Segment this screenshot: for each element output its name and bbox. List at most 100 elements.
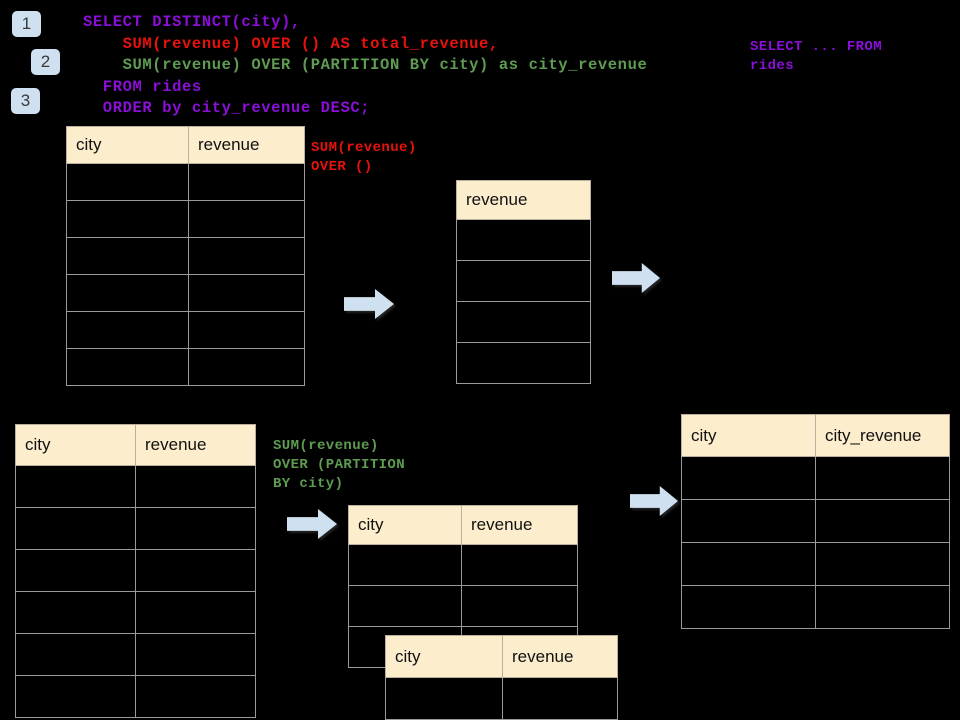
note-sum-over-empty: SUM(revenue) OVER ()	[311, 140, 417, 175]
table-cell-empty	[15, 507, 136, 550]
table-cell-empty	[66, 274, 189, 312]
table-cell-empty	[15, 675, 136, 718]
table-cell-empty	[15, 465, 136, 508]
table-row	[456, 301, 591, 343]
note-select-from-rides: SELECT ... FROM rides	[750, 39, 883, 74]
column-header-revenue: revenue	[135, 424, 256, 466]
table-row	[456, 219, 591, 261]
table-cell-empty	[461, 544, 578, 586]
sql-line-2: SUM(revenue) OVER () AS total_revenue,	[83, 34, 499, 53]
table-cell-empty	[681, 456, 816, 500]
table-cell-empty	[188, 237, 305, 275]
column-header-city: city	[681, 414, 816, 457]
table-cell-empty	[188, 311, 305, 349]
step-badge-2: 2	[31, 49, 60, 75]
table-cell-empty	[815, 456, 950, 500]
table-cell-empty	[15, 591, 136, 634]
sql-line-5: ORDER by city_revenue DESC;	[83, 99, 371, 117]
arrow-top-left-icon	[344, 289, 394, 319]
step-badge-1: 1	[12, 11, 41, 37]
table-row	[66, 237, 305, 275]
table-cell-empty	[385, 677, 503, 720]
table-cell-empty	[66, 200, 189, 238]
table-cell-empty	[815, 585, 950, 629]
table-cell-empty	[66, 237, 189, 275]
table-cell-empty	[66, 311, 189, 349]
table-cell-empty	[15, 549, 136, 592]
table-row	[456, 342, 591, 384]
table-cell-empty	[188, 348, 305, 386]
table-row	[15, 507, 256, 550]
table-row	[15, 549, 256, 592]
column-header-revenue: revenue	[461, 505, 578, 545]
arrow-top-right-icon	[612, 263, 660, 293]
table-cell-empty	[135, 633, 256, 676]
column-header-city_revenue: city_revenue	[815, 414, 950, 457]
table-cell-empty	[456, 219, 591, 261]
table-row	[66, 163, 305, 201]
table-cell-empty	[188, 200, 305, 238]
table-cell-empty	[135, 549, 256, 592]
table-row	[15, 465, 256, 508]
table-cell-empty	[66, 348, 189, 386]
table-cell-empty	[66, 163, 189, 201]
column-header-city: city	[66, 126, 189, 164]
table-row	[348, 585, 578, 627]
table-row	[66, 311, 305, 349]
table-cell-empty	[348, 544, 462, 586]
arrow-bottom-left-icon	[287, 509, 337, 539]
table-row	[681, 456, 950, 500]
column-header-revenue: revenue	[502, 635, 618, 678]
table-row	[681, 542, 950, 586]
table-cell-empty	[135, 465, 256, 508]
arrow-bottom-right-icon	[630, 486, 678, 516]
table-cell-empty	[456, 301, 591, 343]
table-cell-empty	[681, 542, 816, 586]
table-cell-empty	[815, 542, 950, 586]
table-cell-empty	[188, 274, 305, 312]
table-row	[456, 260, 591, 302]
table-total-revenue: revenue	[456, 180, 591, 384]
table-cell-empty	[15, 633, 136, 676]
table-cell-empty	[815, 499, 950, 543]
table-row	[348, 544, 578, 586]
table-cell-empty	[456, 342, 591, 384]
table-row	[66, 274, 305, 312]
table-header-row: revenue	[456, 180, 591, 220]
sql-line-1: SELECT DISTINCT(city),	[83, 13, 301, 31]
column-header-city: city	[15, 424, 136, 466]
table-row	[66, 200, 305, 238]
step-badge-3: 3	[11, 88, 40, 114]
table-cell-empty	[461, 585, 578, 627]
table-cell-empty	[135, 675, 256, 718]
table-cell-empty	[456, 260, 591, 302]
note-sum-over-partition: SUM(revenue) OVER (PARTITION BY city)	[273, 438, 406, 492]
table-cell-empty	[135, 591, 256, 634]
table-row	[66, 348, 305, 386]
table-row	[15, 675, 256, 718]
table-cell-empty	[135, 507, 256, 550]
column-header-city: city	[385, 635, 503, 678]
table-cell-empty	[681, 499, 816, 543]
table-row	[15, 591, 256, 634]
column-header-city: city	[348, 505, 462, 545]
sql-line-4: FROM rides	[83, 77, 202, 96]
table-cell-empty	[681, 585, 816, 629]
table-cell-empty	[502, 677, 618, 720]
table-cell-empty	[348, 585, 462, 627]
sql-query-block: SELECT DISTINCT(city), SUM(revenue) OVER…	[83, 12, 647, 120]
sql-line-3: SUM(revenue) OVER (PARTITION BY city) as…	[83, 56, 648, 74]
table-row	[681, 499, 950, 543]
table-row	[681, 585, 950, 629]
column-header-revenue: revenue	[188, 126, 305, 164]
